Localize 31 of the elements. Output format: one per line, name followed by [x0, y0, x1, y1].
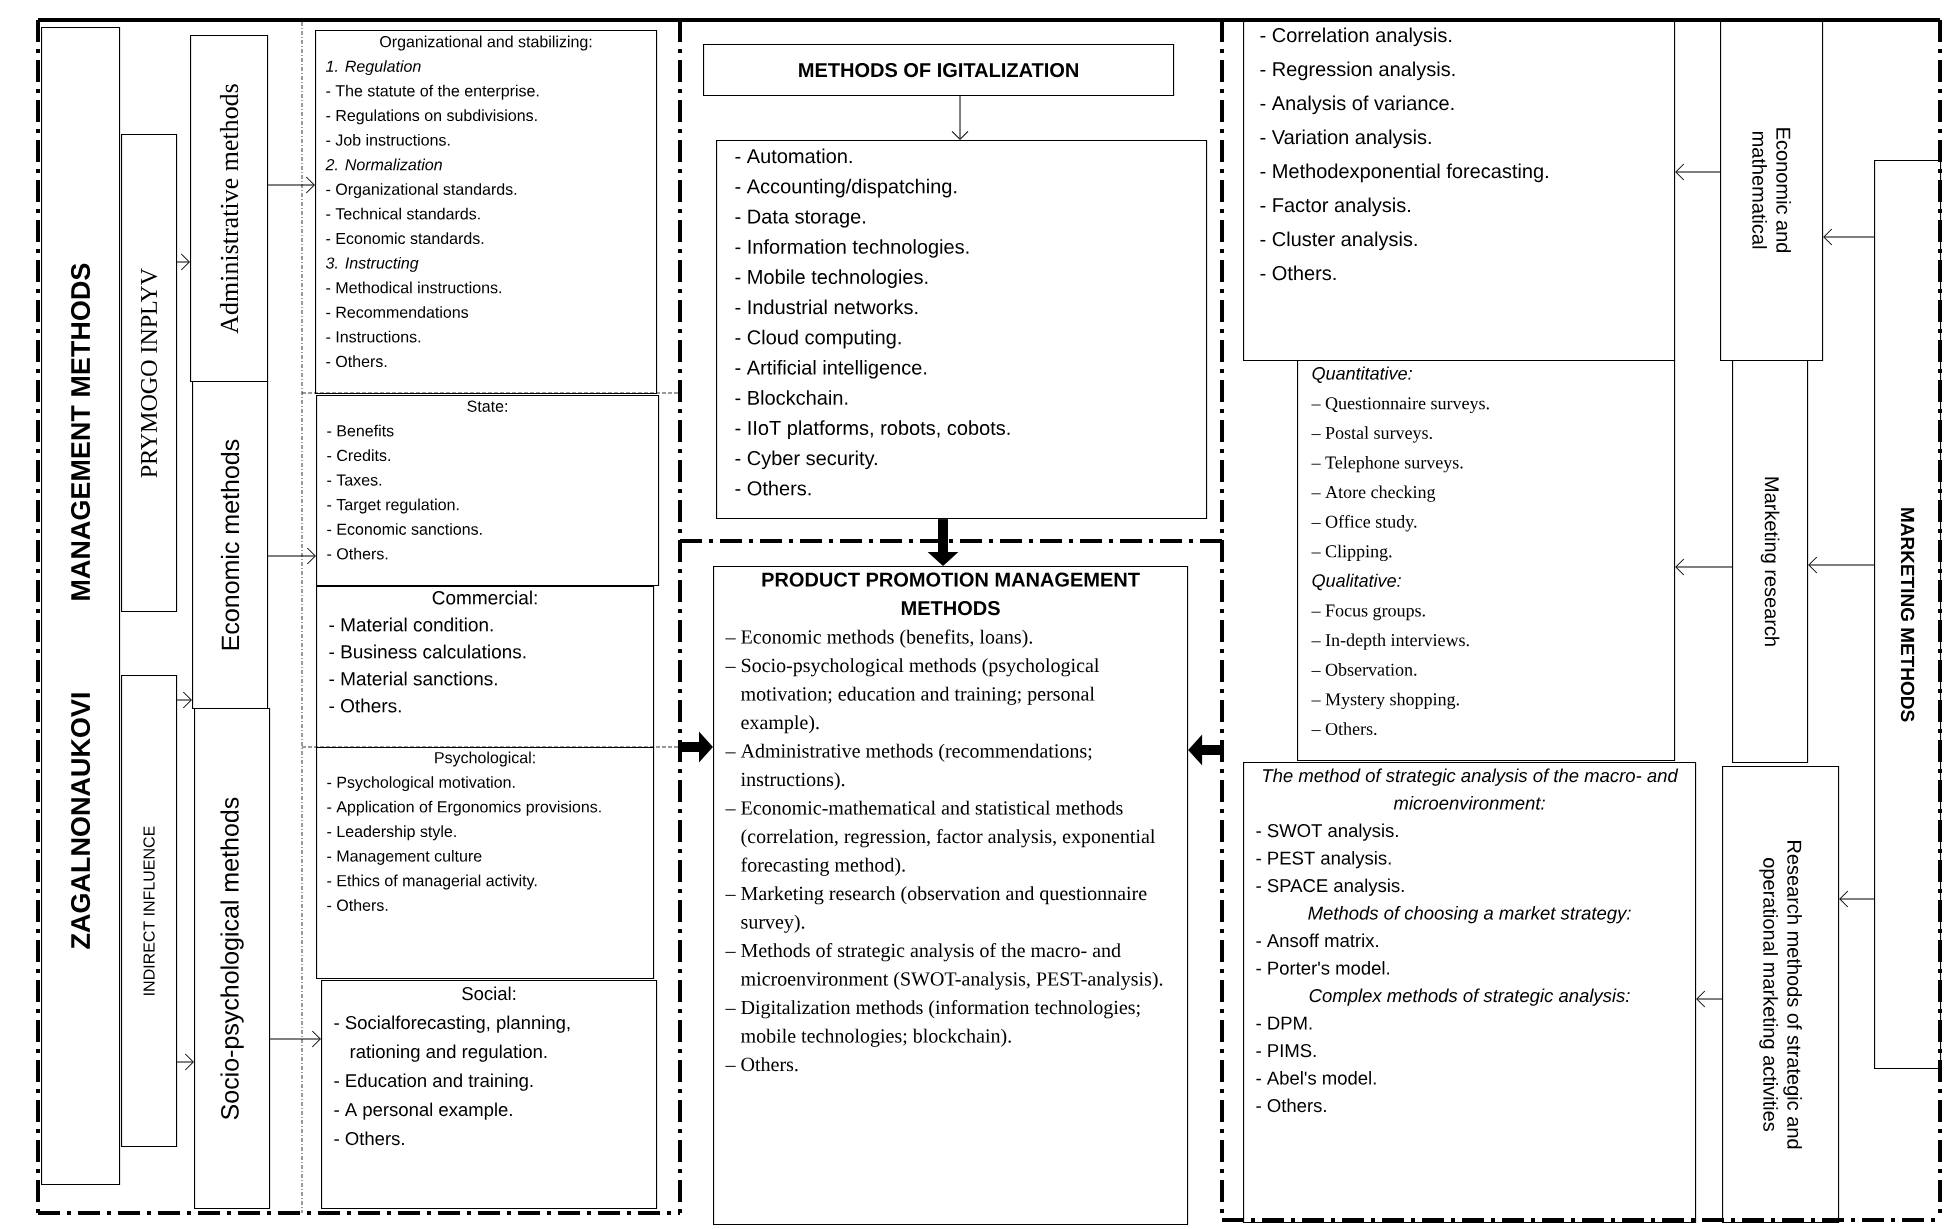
- list-box: Psychological: - Psychological motivation. - Application of Ergonomics provisions. - Leadership style. - Management culture - Ethics of managerial activity. - Others.: [316, 747, 655, 980]
- label-box: PRYMOGO INPLYV: [121, 134, 178, 613]
- label-box: Research methods of strategic and operational marketing activities: [1722, 766, 1840, 1224]
- arrow: [1839, 890, 1875, 908]
- content-box: PRODUCT PROMOTION MANAGEMENT METHODS – Economic methods (benefits, loans). – Socio-psychological methods (psychological motivation; education and training; personal example). – Administrative methods (recommendations; instructions). – Economic-mathematical and statistical methods (correlation, regression, factor analysis, exponential forecasting method). – Marketing research (observation and questionnaire survey). – Methods of strategic analysis of the macro- and microenvironment (SWOT-analysis, PEST-analysis). – Digitalization methods (information technologies; mobile technologies; blockchain). – Others.: [713, 566, 1189, 1226]
- label-box: ZAGALNONAUKOVI MANAGEMENT METHODS: [41, 27, 121, 1186]
- list-box: The method of strategic analysis of the macro- and microenvironment: - SWOT analysis. - PEST analysis. - SPACE analysis. Methods of choosing a market strategy: - Ansoff matrix. - Porter's model. Complex methods of strategic analysis: - DPM. - PIMS. - Abel's model. - Others.: [1243, 762, 1697, 1224]
- label-box: INDIRECT INFLUENCE: [121, 675, 178, 1148]
- list-box: Commercial: - Material condition. - Business calculations. - Material sanctions. - Others.: [316, 586, 655, 749]
- label-box: Socio-psychological methods: [194, 708, 271, 1210]
- list-box: State: - Benefits - Credits. - Taxes. - Target regulation. - Economic sanctions. - Others.: [316, 395, 660, 587]
- arrow: [1675, 558, 1733, 576]
- label-box: Marketing research: [1732, 360, 1809, 764]
- list-box: - Correlation analysis. - Regression analysis. - Analysis of variance. - Variation analysis. - Methodexponential forecasting. - Factor analysis. - Cluster analysis. - Others.: [1243, 19, 1676, 362]
- arrow: [1823, 228, 1875, 246]
- list-box: - Automation. - Accounting/dispatching. - Data storage. - Information technologies. - Mobile technologies. - Industrial networks. - Cloud computing. - Artificial intelligence. - Blockchain. - IIoT platforms, robots, cobots. - Cyber security. - Others.: [716, 140, 1208, 520]
- label-box: Economic and mathematical: [1720, 19, 1824, 362]
- arrow: [1808, 556, 1875, 574]
- arrow: [267, 547, 316, 565]
- arrow: [1675, 163, 1721, 181]
- list-box: Quantitative: – Questionnaire surveys. – Postal surveys. – Telephone surveys. – Atore checking – Office study. – Clipping. Qualitative: – Focus groups. – In-depth interviews. – Observation. – Mystery shopping. – Others.: [1297, 360, 1676, 762]
- list-box: Social: - Socialforecasting, planning, rationing and regulation. - Education and training. - A personal example. - Others.: [321, 980, 658, 1210]
- list-box: Organizational and stabilizing: 1. Regulation - The statute of the enterprise. - Regulations on subdivisions. - Job instructions. 2. Normalization - Organizational standards. - Technical standards. - Economic standards. 3. Instructing - Methodical instructions. - Recommendations - Instructions. - Others.: [315, 30, 658, 395]
- label-box: MARKETING METHODS: [1874, 160, 1942, 1070]
- arrow: [269, 1030, 321, 1048]
- label-box: Economic methods: [192, 381, 269, 710]
- arrow: [1696, 990, 1723, 1008]
- title-box: METHODS OF IGITALIZATION: [703, 44, 1175, 97]
- arrow: [951, 95, 969, 140]
- arrow: [267, 176, 315, 194]
- label-box: Administrative methods: [190, 35, 269, 383]
